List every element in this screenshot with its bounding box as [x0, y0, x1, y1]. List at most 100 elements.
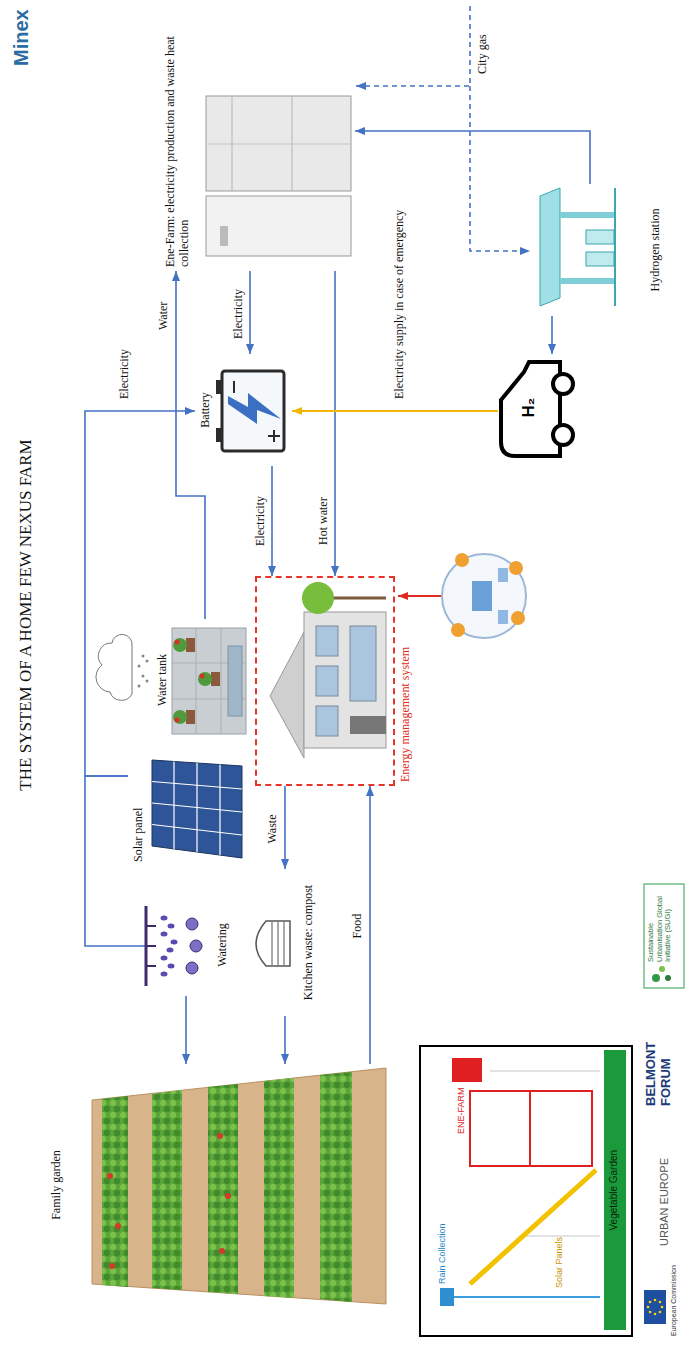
sprinkler-icon	[146, 925, 156, 927]
connector-arrow	[551, 316, 553, 354]
house-section-inset	[470, 1091, 530, 1166]
garden-illustration	[92, 1068, 386, 1304]
logo-text: URBAN EUROPE	[658, 1146, 671, 1246]
house-section-inset	[454, 1296, 600, 1298]
energy-management-icon	[472, 581, 492, 611]
edge-label: Food	[351, 912, 365, 941]
house-section-inset	[440, 1288, 454, 1306]
house-illustration	[316, 666, 338, 696]
energy-management-icon	[498, 610, 508, 624]
battery-node: Battery	[195, 354, 292, 466]
ene-farm-cabinet	[206, 96, 351, 191]
garden-illustration	[92, 1068, 386, 1304]
water-tank-photo	[196, 628, 197, 734]
connector-arrow	[355, 131, 590, 184]
edge-label: Hot water	[317, 495, 331, 547]
car-label: H₂	[519, 358, 539, 457]
rain-cloud-icon	[146, 660, 149, 663]
garden-illustration	[208, 1084, 238, 1294]
house-section-inset	[452, 1058, 482, 1082]
water-tank-photo	[221, 628, 222, 734]
garden-illustration	[115, 1223, 121, 1229]
house-illustration	[304, 612, 386, 748]
sprinkler-icon	[161, 932, 168, 937]
compost-bin-icon	[284, 922, 285, 965]
house-illustration	[350, 626, 376, 701]
sprinkler-icon	[190, 940, 202, 952]
city-gas-line	[356, 6, 470, 86]
funder-logos	[649, 1311, 652, 1314]
connector-arrow	[185, 996, 187, 1064]
funder-logos	[649, 1301, 652, 1304]
funder-logos	[644, 884, 684, 988]
garden-node: Family garden	[46, 1064, 390, 1306]
garden-illustration	[217, 1133, 223, 1139]
sprinkler-icon	[161, 916, 168, 921]
connector-arrow	[369, 786, 371, 1064]
city-gas-line	[356, 6, 530, 251]
ene-farm-cabinet	[220, 226, 228, 246]
energy-management-icon	[451, 623, 465, 637]
sprinkler-icon	[146, 945, 156, 947]
hydrogen-station-icon	[586, 252, 614, 266]
energy-management-icon	[398, 553, 526, 638]
node-label: Battery	[198, 358, 212, 462]
sprinkler-icon	[171, 940, 178, 945]
battery-icon	[216, 371, 284, 451]
ene-farm-cabinet	[206, 144, 351, 145]
water-tank-photo	[186, 638, 195, 652]
hydrogen-station-icon	[540, 188, 560, 306]
logo-text: European Commission	[670, 1264, 678, 1336]
node-label: Family garden	[49, 1068, 63, 1302]
compost-bin-icon	[272, 922, 273, 965]
sprinkler-icon	[168, 924, 175, 929]
funder-logos	[659, 966, 665, 972]
house-section-inset	[604, 1050, 626, 1330]
sprinkler-icon	[167, 948, 174, 953]
hydrogen-station-node: Hydrogen station	[530, 184, 665, 316]
connector-arrow	[284, 786, 286, 869]
inset-label: Vegetable Garden	[608, 1150, 620, 1231]
hydrogen-car-icon	[553, 425, 573, 445]
funder-logos	[654, 1299, 657, 1302]
edge-label: Electricity	[254, 494, 268, 548]
battery-icon	[222, 371, 284, 451]
funder-logos	[644, 1290, 666, 1324]
house-section-inset	[520, 1236, 600, 1237]
sprinkler-icon	[140, 906, 202, 986]
diagram-title: THE SYSTEM OF A HOME FEW NEXUS FARM	[16, 315, 36, 915]
water-tank-photo	[172, 628, 246, 734]
hydrogen-station-icon	[540, 188, 615, 306]
rain-cloud-icon	[138, 665, 141, 668]
hydrogen-car-node: H₂	[498, 354, 578, 461]
edge-label: Waste	[266, 812, 280, 845]
water-tank-photo	[173, 710, 187, 724]
water-tank-photo	[175, 718, 180, 723]
house-section-inset	[470, 1170, 596, 1284]
edge-label: Electricity	[232, 287, 246, 341]
rain-cloud-icon	[138, 685, 141, 688]
sprinkler-icon	[186, 918, 198, 930]
edge-label: Electricity supply in case of emergency	[393, 208, 407, 401]
garden-illustration	[264, 1078, 294, 1298]
box-heading: Energy management system	[398, 577, 412, 782]
energy-management-icon	[509, 561, 523, 575]
sprinkler-icon	[146, 965, 156, 967]
connector-arrow	[292, 410, 498, 412]
funder-logos	[659, 1301, 662, 1304]
solar-panel-icon	[152, 760, 242, 858]
node-label: Water tank	[155, 623, 169, 737]
funder-logos	[665, 975, 671, 981]
battery-icon	[233, 381, 235, 393]
garden-illustration	[219, 1248, 225, 1254]
compost-bin-icon	[256, 921, 290, 966]
city-gas-line	[470, 86, 530, 251]
energy-management-icon	[442, 554, 526, 638]
hydrogen-station-icon	[614, 188, 616, 306]
hydrogen-station-icon	[560, 278, 614, 284]
sprinkler-icon	[186, 962, 198, 974]
rain-cloud-icon	[96, 634, 149, 700]
garden-illustration	[320, 1072, 352, 1302]
edge-label: Electricity	[118, 347, 132, 401]
water-tank-node: Water tank	[152, 619, 250, 741]
